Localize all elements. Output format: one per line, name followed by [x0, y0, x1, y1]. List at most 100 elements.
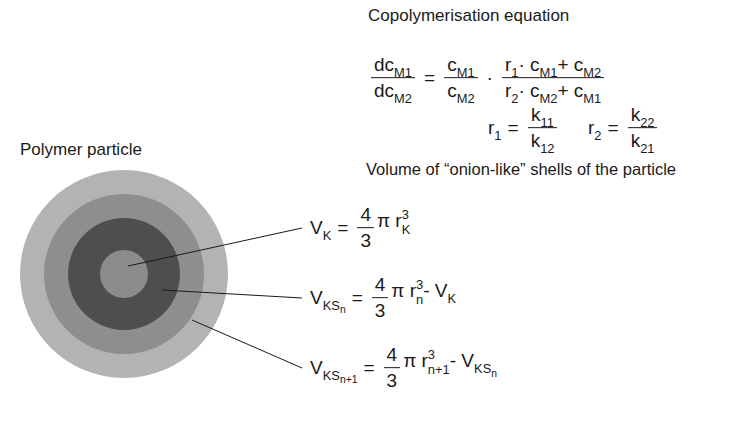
equation-text: =: [602, 117, 625, 139]
equation-text: c: [447, 80, 457, 102]
equation-text: π r: [391, 280, 416, 302]
text-block: VK=43π r3K: [310, 203, 410, 253]
equation-text: V: [310, 217, 323, 239]
fraction: 43: [381, 343, 404, 393]
equation-text: · c: [518, 80, 539, 102]
equation-term: Polymer particle: [20, 140, 142, 160]
subscript-group: 12: [540, 142, 554, 157]
subscript: 12: [540, 142, 554, 157]
equation-text: π r: [403, 350, 428, 372]
equation-text: k: [531, 104, 541, 126]
fraction-bar: cM2: [444, 77, 477, 103]
subscript: M1: [457, 66, 475, 81]
subscript-group: n+1: [340, 375, 358, 387]
text-block: Polymer particle: [20, 140, 142, 160]
subscript: KS: [323, 369, 340, 384]
subscript-group: KSn: [323, 299, 346, 314]
subscript-group: KSn+1: [323, 369, 358, 384]
section-heading: Copolymerisation equation: [368, 6, 569, 26]
numerator: 4: [384, 343, 401, 367]
equation-text: 3: [387, 370, 398, 392]
equation-term: ·: [481, 67, 499, 89]
fraction-bar: 3: [357, 227, 374, 253]
equation-text: - V: [423, 280, 447, 302]
middle-shell: [44, 194, 204, 354]
numerator: k22: [628, 103, 658, 127]
superscript: 3: [428, 349, 435, 364]
subscript: n: [491, 368, 497, 380]
equation-term: r1=: [488, 117, 525, 139]
subscript: KS: [474, 362, 491, 377]
fraction-bar: k12: [528, 127, 558, 153]
subscript-group: KSn: [474, 362, 497, 377]
subscript: 11: [541, 116, 554, 131]
subscript-group: M1: [540, 66, 558, 81]
subscript-group: n: [340, 305, 346, 317]
subscript-group: n: [491, 368, 497, 380]
equation-text: =: [418, 67, 441, 89]
equation-text: =: [502, 117, 525, 139]
equation-text: k: [531, 130, 541, 152]
subscript: 21: [640, 142, 654, 157]
fraction: dcM1dcM2: [368, 53, 418, 103]
equation-term: r2=: [588, 117, 625, 139]
index-stack: 3n+1: [428, 349, 450, 379]
subscript: n: [416, 293, 423, 308]
equation-text: + c: [557, 80, 583, 102]
subscript: 2: [511, 92, 518, 107]
numerator: 4: [372, 273, 389, 297]
fraction: 43: [354, 203, 377, 253]
subscript-group: M1: [583, 92, 601, 107]
equation-text: V: [310, 357, 323, 379]
subscript-group: 1: [494, 129, 501, 144]
equation-term: =: [418, 67, 441, 89]
subscript-group: M2: [583, 66, 601, 81]
fraction: cM1cM2: [441, 53, 480, 103]
superscript-row: 3: [416, 279, 423, 294]
subscript: 1: [511, 66, 518, 81]
text-block: dcM1dcM2=cM1cM2·r1· cM1+ cM2r2· cM2+ cM1: [368, 53, 607, 103]
subscript: n+1: [340, 375, 358, 387]
subscript: n: [340, 305, 346, 317]
equation-text: r: [488, 117, 494, 139]
inner-shell: [68, 218, 180, 330]
subscript-row: K: [402, 223, 411, 238]
subscript: M1: [394, 66, 412, 81]
equation-term: π r3K: [377, 210, 410, 246]
fraction: k11k12: [525, 103, 561, 153]
equation-term: π r3n- VK: [391, 280, 456, 316]
superscript-row: 3: [428, 349, 435, 364]
subscript: M2: [540, 92, 558, 107]
equation-term: VKSn+1=: [310, 357, 381, 379]
numerator: r1· cM1+ cM2: [502, 53, 604, 77]
equation-text: 4: [360, 204, 371, 226]
equation-text: π r: [377, 210, 402, 232]
fraction-bar: k21: [628, 127, 658, 153]
equation-term: π r3n+1- VKSn: [403, 350, 497, 386]
subscript: M1: [540, 66, 558, 81]
text-block: Copolymerisation equation: [368, 6, 569, 26]
equation-text: k: [631, 130, 641, 152]
equation-term: Copolymerisation equation: [368, 6, 569, 26]
equation-text: =: [357, 357, 380, 379]
text-block: Volume of “onion-like” shells of the par…: [366, 160, 676, 179]
subscript-group: 22: [640, 116, 654, 131]
superscript-row: 3: [402, 209, 409, 224]
equation-text: dc: [374, 80, 394, 102]
equation-text: V: [310, 287, 323, 309]
fraction-bar: r2· cM2+ cM1: [502, 77, 604, 103]
equation-text: dc: [374, 54, 394, 76]
subscript-group: K: [448, 292, 457, 307]
equation-text: 3: [360, 230, 371, 252]
equation-text: ·: [481, 67, 499, 89]
subscript: K: [323, 229, 332, 244]
equation-term: Volume of “onion-like” shells of the par…: [366, 160, 676, 179]
subscript: M2: [457, 92, 475, 107]
fraction: 43: [369, 273, 392, 323]
particle-core: [100, 250, 148, 298]
subscript: M1: [583, 92, 601, 107]
equation-text: 4: [387, 344, 398, 366]
equation-text: · c: [518, 54, 539, 76]
fraction-bar: dcM2: [371, 77, 415, 103]
numerator: dcM1: [371, 53, 415, 77]
